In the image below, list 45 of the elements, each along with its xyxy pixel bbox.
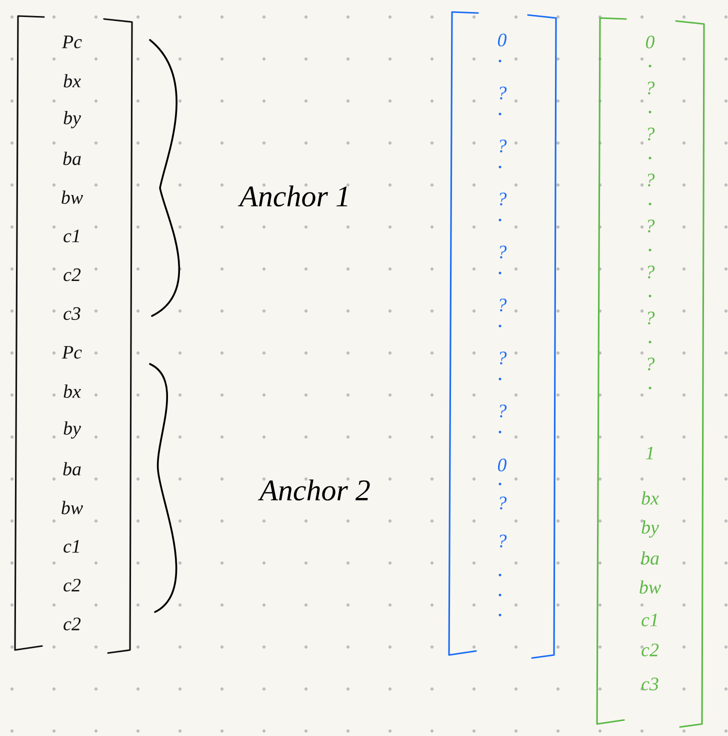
anchor-label: Anchor 2 <box>258 479 370 501</box>
vector-entry: ? <box>500 534 507 548</box>
vector-entry: by <box>642 520 659 538</box>
anchor-label: Anchor 1 <box>238 185 348 207</box>
vector-entry: ba <box>63 462 81 476</box>
vector-entry: bx <box>64 384 81 398</box>
vector-entry: ? <box>500 246 507 258</box>
vector-entry: by <box>64 110 81 128</box>
vector-entry: ? <box>648 174 655 186</box>
vector-entry: 0 <box>646 36 654 48</box>
vector-entry: c3 <box>64 307 80 320</box>
vector-entry: ? <box>500 86 507 100</box>
vector-entry: Pc <box>62 346 82 359</box>
vector-entry: ? <box>648 358 655 370</box>
vector-entry: c2 <box>64 618 81 630</box>
vector-entry: ? <box>648 312 655 324</box>
vector-entry: by <box>64 421 81 439</box>
vector-entry: c1 <box>642 614 657 626</box>
vector-entry: c2 <box>642 644 659 656</box>
vector-entry: 0 <box>498 458 506 472</box>
vector-entry: c2 <box>64 268 81 282</box>
vector-entry: bw <box>640 580 661 594</box>
vector-entry: bw <box>62 190 83 204</box>
vector-entry: ba <box>641 551 659 565</box>
vector-entry: ? <box>500 496 507 510</box>
vector-entry: 0 <box>498 34 506 46</box>
vector-entry: 1 <box>646 446 653 460</box>
vector-entry: ? <box>500 192 507 206</box>
vector-entry: Pc <box>62 36 82 48</box>
vector-entry: ? <box>648 82 655 94</box>
vector-entry: c3 <box>642 678 658 690</box>
vector-entry: ? <box>500 140 507 152</box>
vector-entry: ? <box>500 298 507 312</box>
vector-entry: ? <box>500 352 507 364</box>
vector-entry: bw <box>62 500 83 514</box>
vector-entry: c2 <box>64 578 81 592</box>
vector-entry: ba <box>63 152 81 166</box>
vector-entry: bx <box>642 491 659 505</box>
vector-entry: ? <box>648 220 655 232</box>
vector-entry: ? <box>500 404 507 418</box>
vector-entry: c1 <box>64 230 79 242</box>
vector-entry: ? <box>648 128 655 140</box>
vector-entry: ? <box>648 266 655 278</box>
vector-entry: c1 <box>64 540 79 553</box>
vector-entry: bx <box>64 74 81 88</box>
